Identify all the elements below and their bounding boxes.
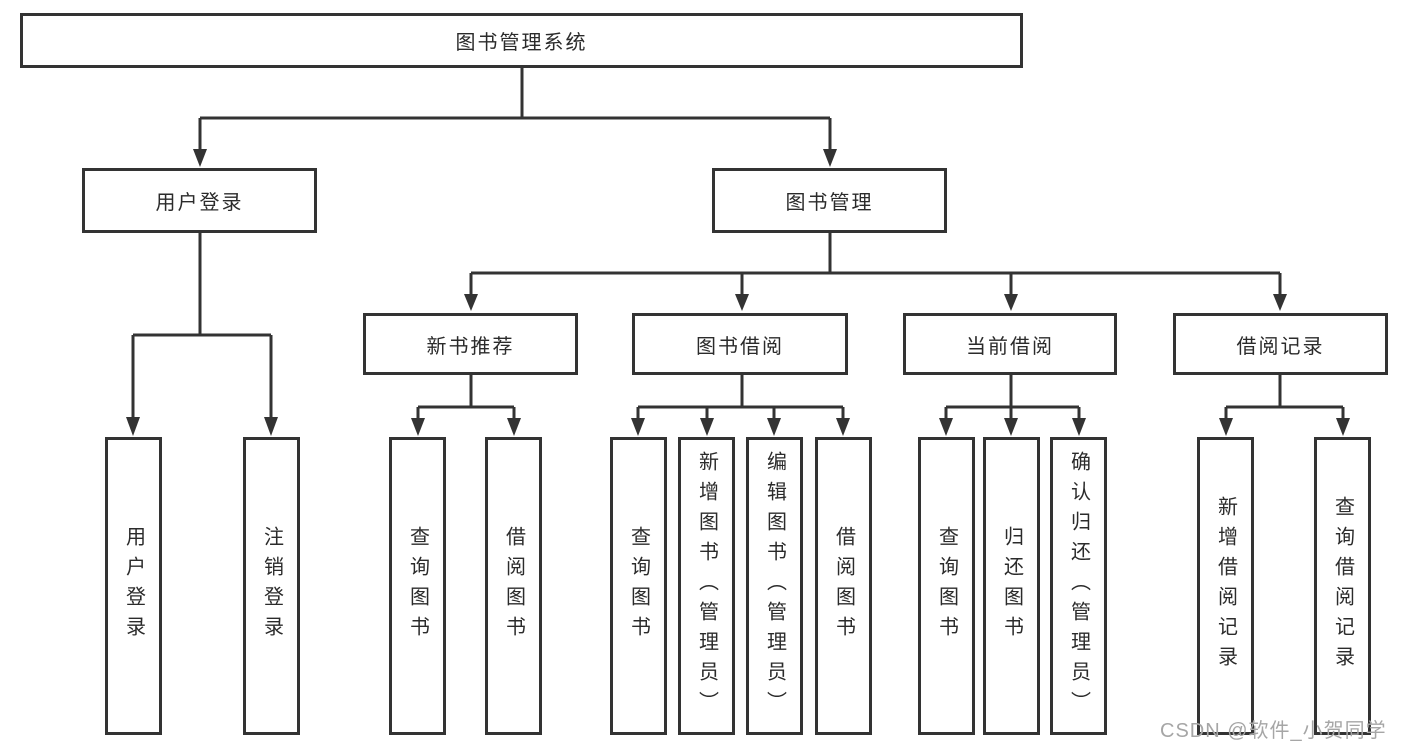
node-root-label: 图书管理系统 [455,32,588,54]
leaf-query-books-current-label: 查询图书 [935,526,958,646]
arrow-down-icon [507,418,521,436]
node-root: 图书管理系统 [20,13,1023,68]
leaf-user-login: 用户登录 [105,437,162,735]
node-borrowing-records-label: 借阅记录 [1236,335,1325,358]
node-new-book-recommendation-label: 新书推荐 [426,335,515,358]
leaf-query-borrow-record: 查询借阅记录 [1314,437,1371,735]
leaf-query-books-borrowing-label: 查询图书 [627,526,650,646]
tree-edges [131,68,1345,421]
leaf-confirm-return-admin: 确认归还（管理员） [1050,437,1107,735]
leaf-add-borrow-record: 新增借阅记录 [1197,437,1254,735]
arrow-down-icon [1336,418,1350,436]
leaf-query-borrow-record-label: 查询借阅记录 [1331,496,1354,676]
arrow-down-icon [264,417,278,436]
leaf-add-book-admin-label: 新增图书（管理员） [695,451,718,721]
leaf-return-books: 归还图书 [983,437,1040,735]
arrow-down-icon [1273,294,1287,311]
csdn-watermark: CSDN @软件_小贺同学 [1160,720,1387,742]
arrow-down-icon [767,418,781,436]
node-new-book-recommendation: 新书推荐 [363,313,578,375]
leaf-borrow-books-borrowing: 借阅图书 [815,437,872,735]
node-book-management-label: 图书管理 [785,192,874,214]
arrow-down-icon [1219,418,1233,436]
node-book-management: 图书管理 [712,168,947,233]
leaf-query-books-newbook-label: 查询图书 [406,526,429,646]
leaf-return-books-label: 归还图书 [1000,526,1023,646]
node-book-borrowing-label: 图书借阅 [696,335,784,358]
arrow-down-icon [700,418,714,436]
leaf-add-borrow-record-label: 新增借阅记录 [1214,496,1237,676]
arrow-down-icon [1072,418,1086,436]
arrow-down-icon [939,418,953,436]
leaf-confirm-return-admin-label: 确认归还（管理员） [1067,451,1090,721]
leaf-query-books-current: 查询图书 [918,437,975,735]
arrow-down-icon [411,418,425,436]
arrow-down-icon [735,294,749,311]
leaf-query-books-newbook: 查询图书 [389,437,446,735]
arrow-down-icon [1004,294,1018,311]
node-borrowing-records: 借阅记录 [1173,313,1388,375]
leaf-edit-book-admin-label: 编辑图书（管理员） [763,451,786,721]
node-book-borrowing: 图书借阅 [632,313,848,375]
arrow-down-icon [823,149,837,167]
leaf-logout-label: 注销登录 [260,526,283,646]
node-user-login-label: 用户登录 [155,192,244,214]
leaf-borrow-books-borrowing-label: 借阅图书 [832,526,855,646]
node-current-borrowing-label: 当前借阅 [966,335,1054,358]
leaf-borrow-books-newbook-label: 借阅图书 [502,526,525,646]
arrow-down-icon [126,417,140,436]
leaf-add-book-admin: 新增图书（管理员） [678,437,735,735]
leaf-query-books-borrowing: 查询图书 [610,437,667,735]
arrow-down-icon [1004,418,1018,436]
node-current-borrowing: 当前借阅 [903,313,1117,375]
leaf-borrow-books-newbook: 借阅图书 [485,437,542,735]
leaf-edit-book-admin: 编辑图书（管理员） [746,437,803,735]
node-user-login: 用户登录 [82,168,317,233]
leaf-logout: 注销登录 [243,437,300,735]
leaf-user-login-label: 用户登录 [122,526,145,646]
arrow-down-icon [464,294,478,311]
arrow-down-icon [193,149,207,167]
arrow-down-icon [631,418,645,436]
arrowheads [126,149,1350,436]
arrow-down-icon [836,418,850,436]
